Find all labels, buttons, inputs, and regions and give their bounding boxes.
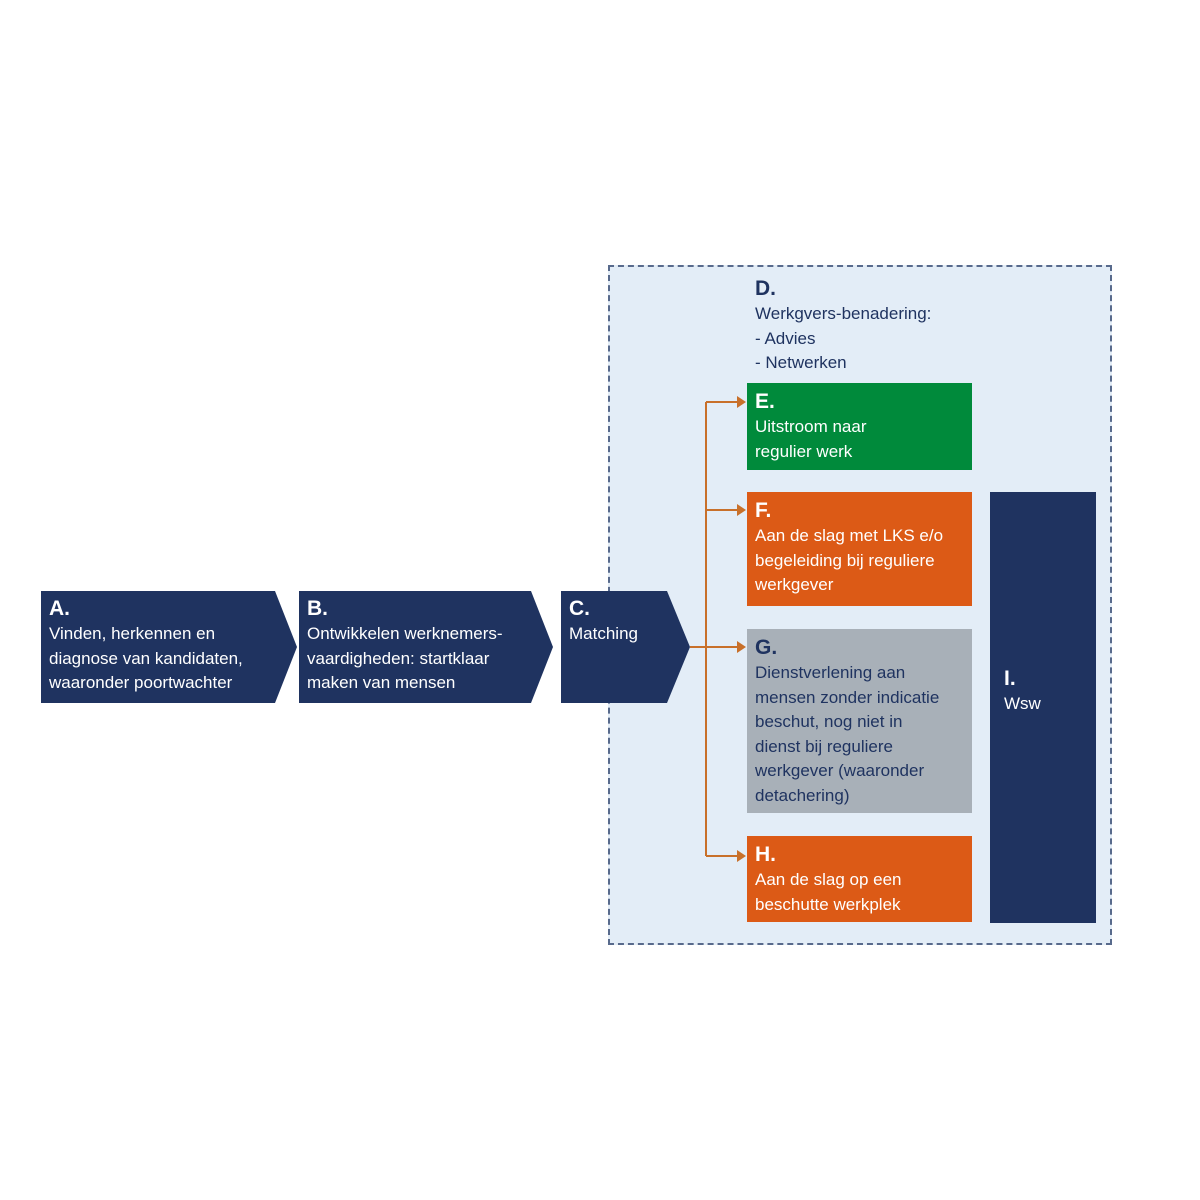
step-b: B. Ontwikkelen werknemers- vaardigheden:… <box>307 596 537 696</box>
outcome-i-text: Wsw <box>1004 694 1041 713</box>
arrowhead-e <box>737 396 746 408</box>
step-a: A. Vinden, herkennen en diagnose van kan… <box>49 596 279 696</box>
outcome-i-letter: I. <box>1004 667 1016 690</box>
arrowhead-g <box>737 641 746 653</box>
outcome-g-text: Dienstverlening aan mensen zonder indica… <box>755 663 940 805</box>
step-d: D. Werkgvers-benadering: - Advies - Netw… <box>755 276 985 376</box>
chevron-a-shape <box>41 591 297 703</box>
arrowhead-f <box>737 504 746 516</box>
step-c-letter: C. <box>569 597 590 620</box>
outcome-f-box: F. Aan de slag met LKS e/o begeleiding b… <box>747 492 972 606</box>
step-b-letter: B. <box>307 597 328 620</box>
step-d-text: Werkgvers-benadering: - Advies - Netwerk… <box>755 304 932 372</box>
step-c: C. Matching <box>569 596 669 647</box>
outcome-h-letter: H. <box>755 843 776 866</box>
outcome-f-letter: F. <box>755 499 772 522</box>
outcome-i-box: I. Wsw <box>990 492 1096 923</box>
outcome-g-box: G. Dienstverlening aan mensen zonder ind… <box>747 629 972 813</box>
step-a-text: Vinden, herkennen en diagnose van kandid… <box>49 624 243 692</box>
outcome-h-text: Aan de slag op een beschutte werkplek <box>755 870 902 914</box>
outcome-f-text: Aan de slag met LKS e/o begeleiding bij … <box>755 526 944 594</box>
outcome-e-text: Uitstroom naar regulier werk <box>755 417 867 461</box>
step-c-text: Matching <box>569 624 638 643</box>
step-b-text: Ontwikkelen werknemers- vaardigheden: st… <box>307 624 503 692</box>
step-a-letter: A. <box>49 597 70 620</box>
chevron-c-shape <box>561 591 690 703</box>
outcome-e-letter: E. <box>755 390 775 413</box>
outcome-e-box: E. Uitstroom naar regulier werk <box>747 383 972 470</box>
outcome-g-letter: G. <box>755 636 778 659</box>
chevron-b-shape <box>299 591 553 703</box>
arrowhead-h <box>737 850 746 862</box>
outcome-h-box: H. Aan de slag op een beschutte werkplek <box>747 836 972 922</box>
step-d-letter: D. <box>755 277 776 300</box>
